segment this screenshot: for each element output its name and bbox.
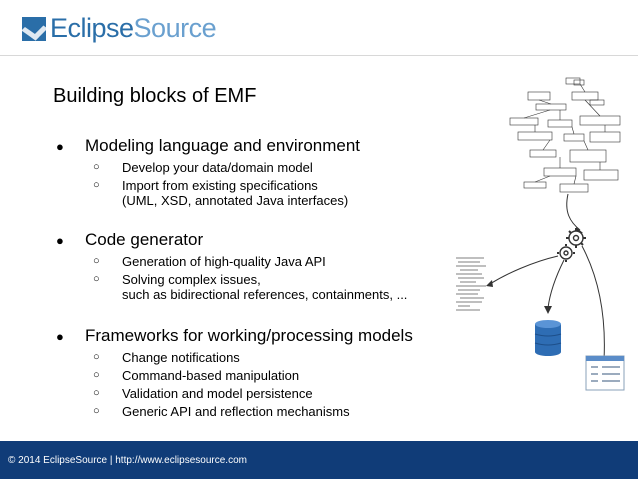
arrow-to-gear (566, 193, 581, 231)
uml-diagram-icon (509, 77, 621, 193)
sub-item-text: Change notifications (122, 350, 240, 365)
logo-text: EclipseSource (50, 13, 217, 44)
sub-item: ○ Change notifications (56, 350, 456, 365)
table-document-icon (585, 355, 625, 391)
footer-bar: © 2014 EclipseSource | http://www.eclips… (0, 441, 638, 479)
bullet-dot-icon: ● (56, 139, 64, 154)
header-divider (0, 55, 638, 56)
gear-icon (557, 228, 586, 262)
bullet-dot-icon: ● (56, 233, 64, 248)
sub-bullet-icon: ○ (93, 273, 100, 285)
sub-bullet-icon: ○ (93, 387, 100, 399)
sub-item-text: Validation and model persistence (122, 386, 313, 401)
bullet-item: ● Code generator ○ Generation of high-qual… (56, 230, 456, 302)
sub-list: ○ Change notifications ○ Command-based man… (56, 350, 456, 419)
bullet-item: ● Frameworks for working/processing model… (56, 326, 456, 419)
code-listing-icon (456, 257, 486, 311)
sub-item-text: Import from existing specifications (UML… (122, 178, 349, 208)
footer-text: © 2014 EclipseSource | http://www.eclips… (8, 455, 247, 466)
eclipsesource-logo: EclipseSource (22, 13, 217, 44)
bullet-list: ● Modeling language and environment ○ Deve… (56, 136, 456, 437)
bullet-dot-icon: ● (56, 329, 64, 344)
sub-item: ○ Solving complex issues, such as bidirec… (56, 272, 456, 302)
arrow-to-database (547, 259, 565, 309)
sub-item-text: Generic API and reflection mechanisms (122, 404, 350, 419)
logo-text-eclipse: Eclipse (50, 13, 134, 43)
bullet-heading: Code generator (85, 230, 204, 249)
emf-illustration (456, 77, 625, 391)
arrow-to-table (581, 245, 605, 361)
arrow-to-code (489, 255, 559, 285)
sub-list: ○ Develop your data/domain model ○ Import … (56, 160, 456, 208)
sub-item: ○ Develop your data/domain model (56, 160, 456, 175)
bullet-heading: Frameworks for working/processing models (85, 326, 413, 345)
database-icon (534, 320, 562, 356)
sub-item-text: Develop your data/domain model (122, 160, 313, 175)
sub-item: ○ Import from existing specifications (UM… (56, 178, 456, 208)
sub-bullet-icon: ○ (93, 351, 100, 363)
sub-bullet-icon: ○ (93, 179, 100, 191)
arrow-head-icon (486, 280, 493, 287)
sub-bullet-icon: ○ (93, 255, 100, 267)
sub-item: ○ Generic API and reflection mechanisms (56, 404, 456, 419)
sub-bullet-icon: ○ (93, 405, 100, 417)
sub-item-text: Generation of high-quality Java API (122, 254, 326, 269)
logo-text-source: Source (133, 13, 217, 43)
sub-list: ○ Generation of high-quality Java API ○ So… (56, 254, 456, 302)
sub-bullet-icon: ○ (93, 161, 100, 173)
sub-bullet-icon: ○ (93, 369, 100, 381)
sub-item: ○ Generation of high-quality Java API (56, 254, 456, 269)
slide-title: Building blocks of EMF (53, 85, 257, 107)
sub-item-text: Command-based manipulation (122, 368, 300, 383)
sub-item: ○ Command-based manipulation (56, 368, 456, 383)
sub-item: ○ Validation and model persistence (56, 386, 456, 401)
bullet-item: ● Modeling language and environment ○ Deve… (56, 136, 456, 208)
sub-item-text: Solving complex issues, such as bidirect… (122, 272, 408, 302)
bullet-heading: Modeling language and environment (85, 136, 361, 155)
logo-mark-icon (22, 16, 46, 41)
arrow-head-icon (544, 306, 552, 314)
